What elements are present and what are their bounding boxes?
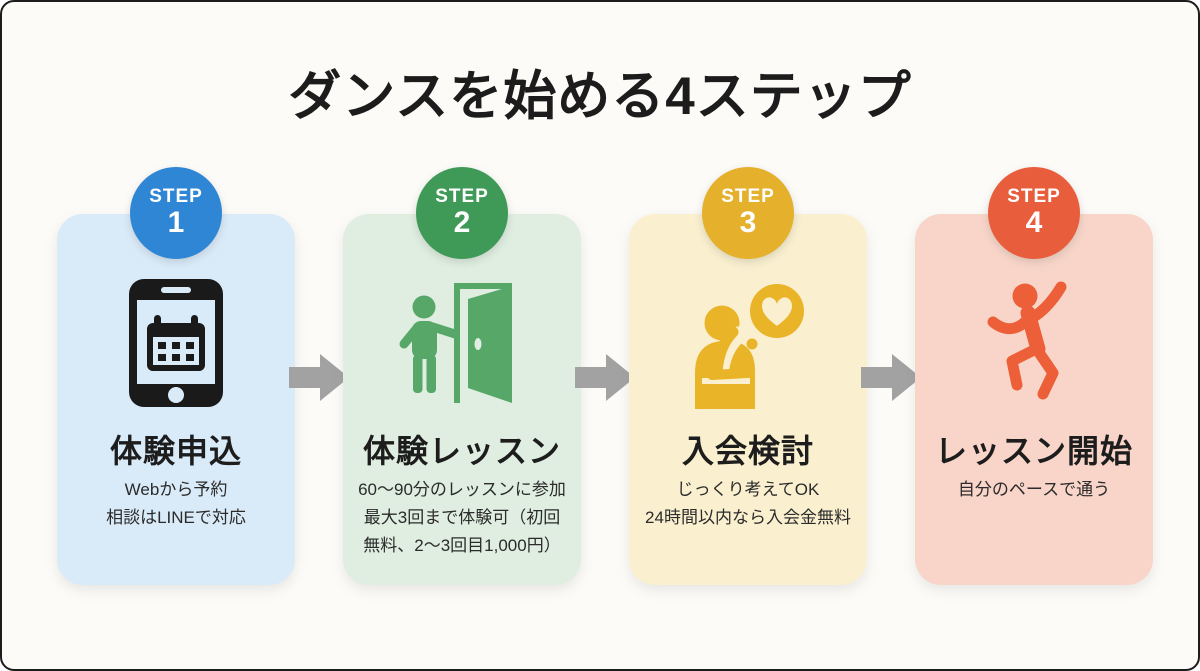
flow-arrow-icon [289, 354, 349, 401]
step-badge-number: 3 [739, 206, 757, 239]
smartphone-calendar-icon [57, 272, 295, 414]
flow-arrow-icon [861, 354, 921, 401]
thinking-person-heart-icon [629, 272, 867, 414]
step-description-2: 60〜90分のレッスンに参加 最大3回まで体験可（初回 無料、2〜3回目1,00… [343, 476, 581, 560]
step-badge-label: STEP [149, 186, 203, 207]
description-line: 最大3回まで体験可（初回 [363, 508, 561, 527]
step-badge-3: STEP 3 [702, 167, 794, 259]
step-card-3: STEP 3 入会検討 じっくり考えてOK 24時間以内なら入会金無料 [629, 167, 867, 585]
step-badge-label: STEP [435, 186, 489, 207]
description-line: 60〜90分のレッスンに参加 [358, 480, 566, 499]
step-description-4: 自分のペースで通う [915, 476, 1153, 504]
step-title-1: 体験申込 [109, 433, 242, 469]
step-title-3: 入会検討 [681, 433, 814, 469]
step-badge-2: STEP 2 [416, 167, 508, 259]
step-card-1: STEP 1 体験申込 Webから予約 [57, 167, 295, 585]
flow-arrow-icon [575, 354, 635, 401]
step-badge-number: 1 [167, 206, 185, 239]
step-title-2: 体験レッスン [362, 433, 561, 469]
step-description-1: Webから予約 相談はLINEで対応 [57, 476, 295, 532]
step-badge-number: 2 [453, 206, 471, 239]
person-open-door-icon [343, 272, 581, 414]
dancing-person-icon [915, 272, 1153, 414]
description-line: 24時間以内なら入会金無料 [645, 508, 851, 527]
step-card-4: STEP 4 レッスン開始 自分のペースで通う [915, 167, 1153, 585]
description-line: 自分のペースで通う [957, 480, 1111, 499]
description-line: 相談はLINEで対応 [106, 508, 246, 527]
step-card-2: STEP 2 体験レッスン 60〜90分のレッスンに参加 最大3回まで体験可（初… [343, 167, 581, 585]
step-description-3: じっくり考えてOK 24時間以内なら入会金無料 [629, 476, 867, 532]
description-line: じっくり考えてOK [676, 480, 820, 499]
page-title: ダンスを始める4ステップ [288, 67, 912, 126]
step-badge-1: STEP 1 [130, 167, 222, 259]
step-badge-label: STEP [1007, 186, 1061, 207]
step-badge-4: STEP 4 [988, 167, 1080, 259]
description-line: Webから予約 [124, 480, 228, 499]
step-badge-label: STEP [721, 186, 775, 207]
step-title-4: レッスン開始 [934, 433, 1133, 469]
step-badge-number: 4 [1025, 206, 1043, 239]
description-line: 無料、2〜3回目1,000円） [363, 536, 561, 555]
